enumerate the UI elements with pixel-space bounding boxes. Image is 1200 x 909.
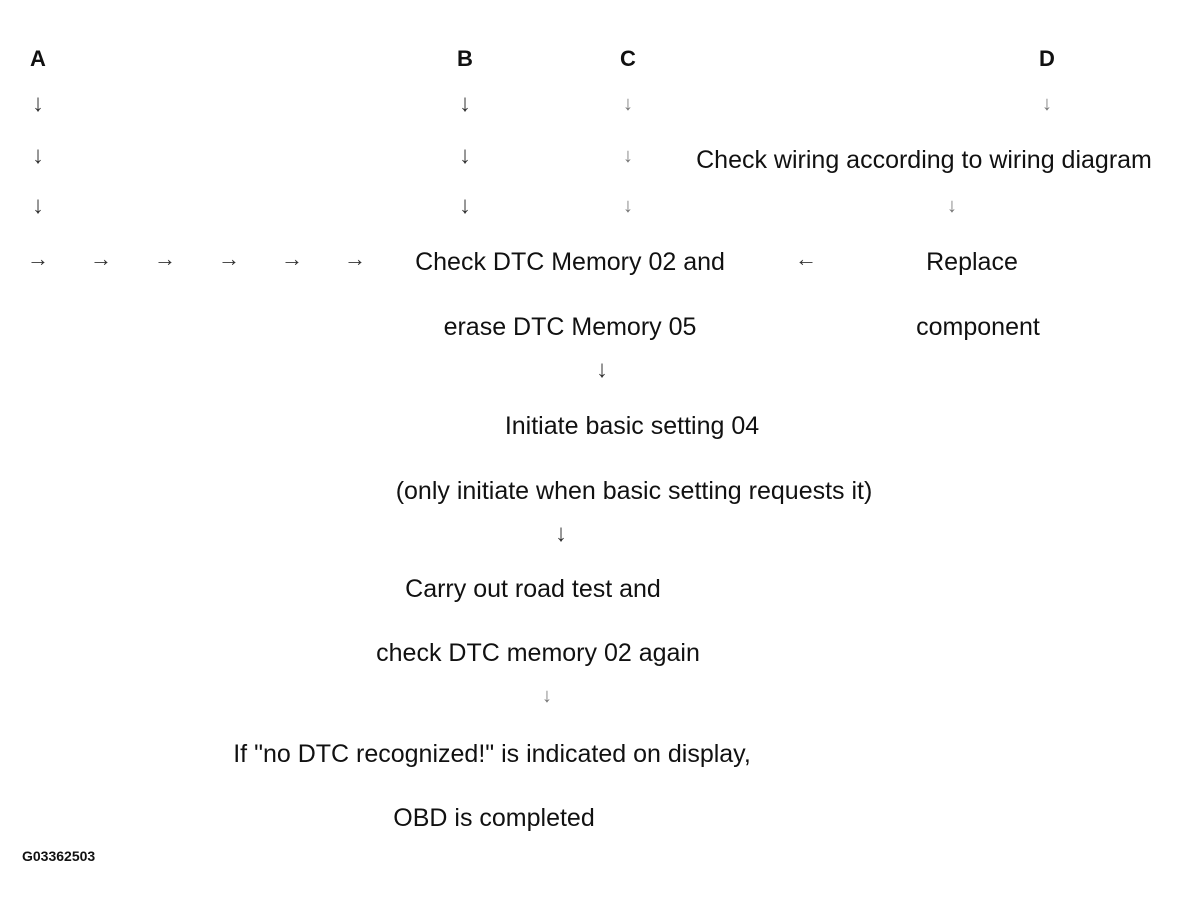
- road-test-step-line2: check DTC memory 02 again: [376, 639, 700, 667]
- figure-id: G03362503: [22, 848, 96, 864]
- road-test-step-line1: Carry out road test and: [405, 575, 661, 603]
- down-arrow-icon: ↓: [623, 195, 633, 217]
- right-arrow-icon: →: [344, 246, 366, 271]
- basic-setting-step-line1: Initiate basic setting 04: [504, 412, 760, 440]
- down-arrow-icon: ↓: [459, 192, 471, 219]
- down-arrow-icon: ↓: [623, 145, 633, 167]
- replace-component-step-line1: Replace: [926, 248, 1018, 276]
- down-arrow-icon: ↓: [459, 90, 471, 117]
- down-arrow-icon: ↓: [555, 520, 567, 547]
- down-arrow-icon: ↓: [1042, 93, 1052, 115]
- down-arrow-icon: ↓: [32, 192, 44, 219]
- down-arrow-icon: ↓: [596, 356, 608, 383]
- right-arrow-icon: →: [154, 246, 176, 271]
- column-label-d: D: [1039, 46, 1055, 71]
- basic-setting-step-line2: (only initiate when basic setting reques…: [395, 477, 873, 505]
- down-arrow-icon: ↓: [459, 142, 471, 169]
- down-arrow-icon: ↓: [947, 195, 957, 217]
- left-arrow-icon: ←: [795, 246, 817, 271]
- down-arrow-icon: ↓: [542, 685, 552, 707]
- column-label-c: C: [620, 46, 636, 71]
- column-label-b: B: [457, 46, 473, 71]
- check-wiring-step: Check wiring according to wiring diagram: [696, 146, 1152, 174]
- down-arrow-icon: ↓: [32, 142, 44, 169]
- completion-step-line1: If "no DTC recognized!" is indicated on …: [233, 740, 751, 768]
- right-arrow-icon: →: [27, 246, 49, 271]
- down-arrow-icon: ↓: [623, 93, 633, 115]
- right-arrow-icon: →: [218, 246, 240, 271]
- right-arrow-icon: →: [281, 246, 303, 271]
- down-arrow-icon: ↓: [32, 90, 44, 117]
- replace-component-step-line2: component: [916, 313, 1040, 341]
- check-dtc-memory-step-line1: Check DTC Memory 02 and: [415, 248, 725, 276]
- right-arrow-icon: →: [90, 246, 112, 271]
- column-label-a: A: [30, 46, 46, 71]
- check-dtc-memory-step-line2: erase DTC Memory 05: [443, 313, 697, 341]
- completion-step-line2: OBD is completed: [393, 804, 595, 832]
